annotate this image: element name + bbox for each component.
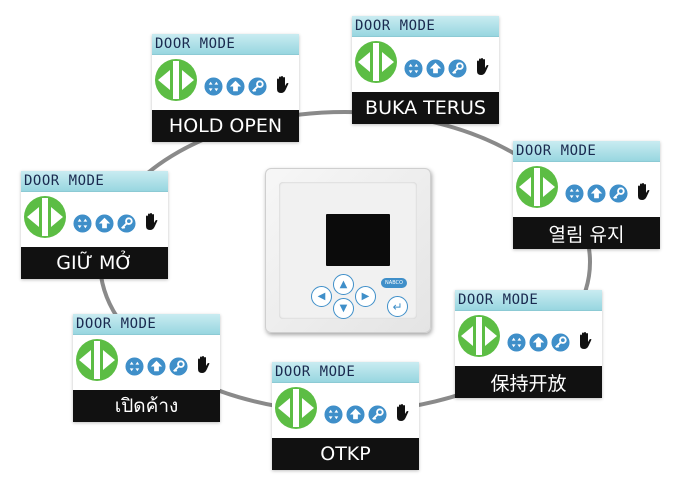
card-header-text: DOOR MODE [76, 316, 157, 332]
controller-face: ▲ ◀ ▶ ▼ ↵ NABCO [279, 182, 417, 319]
four-arrows-icon [73, 214, 92, 233]
door-mode-card-korean[interactable]: DOOR MODE 열림 유지 [513, 141, 660, 249]
door-open-icon [355, 41, 397, 83]
door-mode-controller: ▲ ◀ ▶ ▼ ↵ NABCO [265, 168, 431, 333]
up-arrow-icon [426, 59, 445, 78]
hand-icon [198, 356, 210, 373]
up-arrow-icon [529, 333, 548, 352]
door-mode-card-buka-terus[interactable]: DOOR MODE BUKA TERUS [352, 16, 499, 124]
door-open-icon [24, 196, 66, 238]
left-arrow-icon[interactable]: ◀ [311, 286, 332, 307]
card-header: DOOR MODE [152, 34, 299, 55]
lcd-screen [326, 214, 390, 266]
hand-icon [146, 213, 158, 230]
key-icon [117, 214, 136, 233]
four-arrows-icon [404, 59, 423, 78]
hand-icon [277, 76, 289, 93]
card-header-text: DOOR MODE [24, 173, 105, 189]
right-arrow-icon[interactable]: ▶ [355, 286, 376, 307]
door-open-icon [155, 59, 197, 101]
door-mode-card-russian[interactable]: DOOR MODE OTKP [272, 362, 419, 470]
up-arrow-icon [226, 77, 245, 96]
key-icon [248, 77, 267, 96]
card-header: DOOR MODE [513, 141, 660, 162]
door-mode-card-thai[interactable]: DOOR MODE เปิดค้าง [73, 314, 220, 422]
door-open-icon [275, 387, 317, 429]
door-mode-label: เปิดค้าง [73, 390, 220, 422]
up-arrow-icon [147, 357, 166, 376]
door-open-icon [516, 166, 558, 208]
brand-label: NABCO [381, 278, 407, 288]
up-arrow-icon [346, 405, 365, 424]
door-mode-label: BUKA TERUS [352, 92, 499, 124]
door-mode-label: 保持开放 [455, 366, 602, 398]
door-mode-label: 열림 유지 [513, 217, 660, 249]
card-header: DOOR MODE [73, 314, 220, 335]
card-header: DOOR MODE [21, 171, 168, 192]
door-mode-label: OTKP [272, 438, 419, 470]
door-mode-label: GIỮ MỞ [21, 247, 168, 279]
card-header-text: DOOR MODE [516, 143, 597, 159]
key-icon [169, 357, 188, 376]
four-arrows-icon [565, 184, 584, 203]
key-icon [448, 59, 467, 78]
card-header-text: DOOR MODE [355, 18, 436, 34]
key-icon [551, 333, 570, 352]
card-header: DOOR MODE [455, 290, 602, 311]
hand-icon [580, 332, 592, 349]
hand-icon [477, 58, 489, 75]
key-icon [368, 405, 387, 424]
card-header: DOOR MODE [272, 362, 419, 383]
door-open-icon [458, 315, 500, 357]
up-arrow-icon[interactable]: ▲ [333, 274, 354, 295]
four-arrows-icon [324, 405, 343, 424]
four-arrows-icon [125, 357, 144, 376]
up-arrow-icon [587, 184, 606, 203]
door-mode-label: HOLD OPEN [152, 110, 299, 142]
key-icon [609, 184, 628, 203]
enter-icon[interactable]: ↵ [387, 296, 408, 317]
hand-icon [397, 404, 409, 421]
down-arrow-icon[interactable]: ▼ [333, 298, 354, 319]
up-arrow-icon [95, 214, 114, 233]
door-open-icon [76, 339, 118, 381]
card-header-text: DOOR MODE [275, 364, 356, 380]
door-mode-card-chinese[interactable]: DOOR MODE 保持开放 [455, 290, 602, 398]
four-arrows-icon [204, 77, 223, 96]
door-mode-card-vietnamese[interactable]: DOOR MODE GIỮ MỞ [21, 171, 168, 279]
card-header-text: DOOR MODE [458, 292, 539, 308]
card-header: DOOR MODE [352, 16, 499, 37]
door-mode-card-hold-open[interactable]: DOOR MODE HOLD OPEN [152, 34, 299, 142]
card-header-text: DOOR MODE [155, 36, 236, 52]
hand-icon [638, 183, 650, 200]
four-arrows-icon [507, 333, 526, 352]
